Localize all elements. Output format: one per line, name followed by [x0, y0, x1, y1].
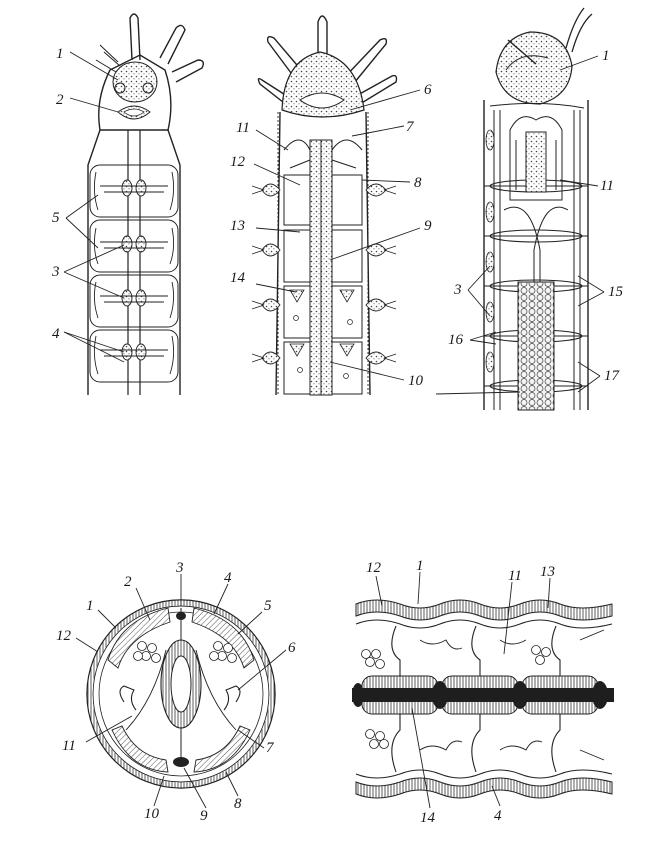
label-4: 4 [52, 326, 60, 342]
label-13: 13 [540, 564, 555, 580]
label-12: 12 [366, 560, 382, 576]
label-10: 10 [408, 373, 424, 389]
label-16: 16 [448, 332, 464, 348]
label-1: 1 [602, 48, 610, 64]
label-10: 10 [144, 806, 160, 822]
label-13: 13 [230, 218, 245, 234]
label-11: 11 [62, 738, 76, 754]
worm-cross-section-figure: 3 2 4 5 1 12 6 11 7 10 9 8 [56, 560, 296, 824]
label-1: 1 [86, 598, 94, 614]
label-11: 11 [508, 568, 522, 584]
label-11: 11 [236, 120, 250, 136]
label-14: 14 [230, 270, 246, 286]
label-1: 1 [56, 46, 64, 62]
label-9: 9 [424, 218, 432, 234]
label-7: 7 [406, 119, 415, 135]
label-14: 14 [420, 810, 436, 826]
label-6: 6 [288, 640, 296, 656]
label-2: 2 [56, 92, 64, 108]
worm-circulatory-figure: 6 11 7 12 8 13 9 14 10 [230, 15, 432, 396]
label-8: 8 [234, 796, 242, 812]
worm-longitudinal-section-figure: 12 1 11 13 14 4 [352, 558, 614, 826]
label-5: 5 [264, 598, 272, 614]
label-7: 7 [266, 740, 275, 756]
label-5: 5 [52, 210, 60, 226]
label-12: 12 [230, 154, 246, 170]
label-6: 6 [424, 82, 432, 98]
label-3: 3 [453, 282, 462, 298]
label-1: 1 [416, 558, 424, 574]
label-4: 4 [494, 808, 502, 824]
worm-side-view-figure: 1 11 3 15 16 17 [435, 7, 624, 411]
label-17: 17 [604, 368, 621, 384]
label-9: 9 [200, 808, 208, 824]
label-2: 2 [124, 574, 132, 590]
label-3: 3 [51, 264, 60, 280]
worm-nervous-system-figure: 1 2 5 3 4 [51, 13, 205, 395]
label-11: 11 [600, 178, 614, 194]
label-15: 15 [608, 284, 624, 300]
label-3: 3 [175, 560, 184, 576]
label-12: 12 [56, 628, 72, 644]
label-4: 4 [224, 570, 232, 586]
label-8: 8 [414, 175, 422, 191]
